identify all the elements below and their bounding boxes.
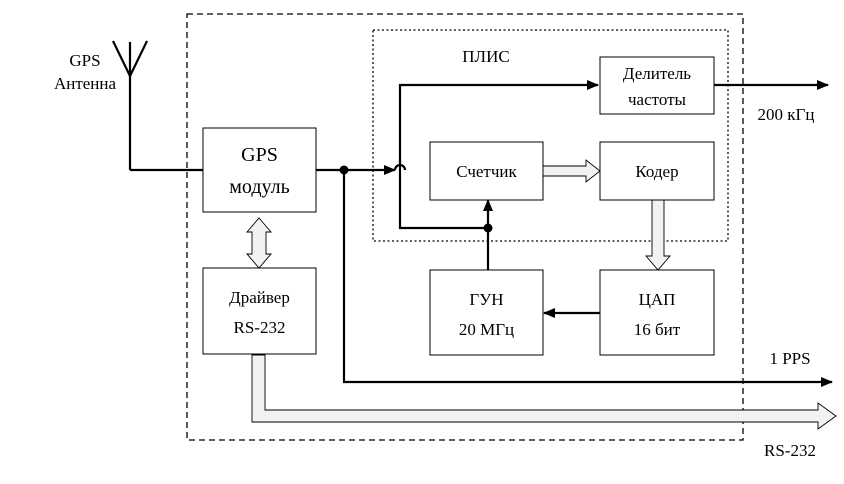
driver-label-line2: RS-232: [234, 318, 286, 337]
counter-encoder-bus-arrow: [542, 159, 601, 183]
dac-block: ЦАП 16 бит: [599, 269, 715, 356]
antenna-label-line1: GPS: [69, 51, 100, 70]
rs232-bus-arrow: [251, 354, 837, 430]
gps-module-block: GPS модуль: [202, 127, 317, 213]
encoder-block: Кодер: [599, 141, 715, 201]
freq-output-label: 200 кГц: [758, 105, 815, 124]
gps-module-label-line1: GPS: [241, 144, 278, 166]
fpga-boundary: [372, 29, 729, 242]
gps-module-label-line2: модуль: [229, 176, 289, 198]
encoder-label: Кодер: [635, 162, 678, 181]
antenna-icon: [112, 40, 148, 170]
counter-label: Счетчик: [456, 162, 517, 181]
vco-block: ГУН 20 МГц: [429, 269, 544, 356]
device-boundary: [186, 13, 744, 441]
dac-label-line2: 16 бит: [634, 320, 681, 339]
counter-block: Счетчик: [429, 141, 544, 201]
vco-label-line2: 20 МГц: [459, 320, 514, 339]
vco-to-divider-wire: [398, 80, 599, 270]
dac-label-line1: ЦАП: [639, 290, 676, 309]
divider-block: Делитель частоты: [599, 56, 715, 115]
antenna-label-line2: Антенна: [54, 74, 117, 93]
rs232-output-label: RS-232: [764, 441, 816, 460]
vco-junction-dot: [483, 223, 493, 233]
pps-junction-dot: [339, 165, 349, 175]
gps-driver-bus-arrow: [246, 217, 272, 269]
vco-label-line1: ГУН: [469, 290, 503, 309]
fpga-label: ПЛИС: [462, 47, 509, 66]
divider-label-line2: частоты: [628, 90, 687, 109]
pps-output-wire: [342, 170, 833, 387]
encoder-dac-bus-arrow: [645, 199, 671, 271]
pps-output-label: 1 PPS: [769, 349, 810, 368]
driver-block: Драйвер RS-232: [202, 267, 317, 355]
driver-label-line1: Драйвер: [229, 288, 290, 307]
divider-label-line1: Делитель: [623, 64, 691, 83]
